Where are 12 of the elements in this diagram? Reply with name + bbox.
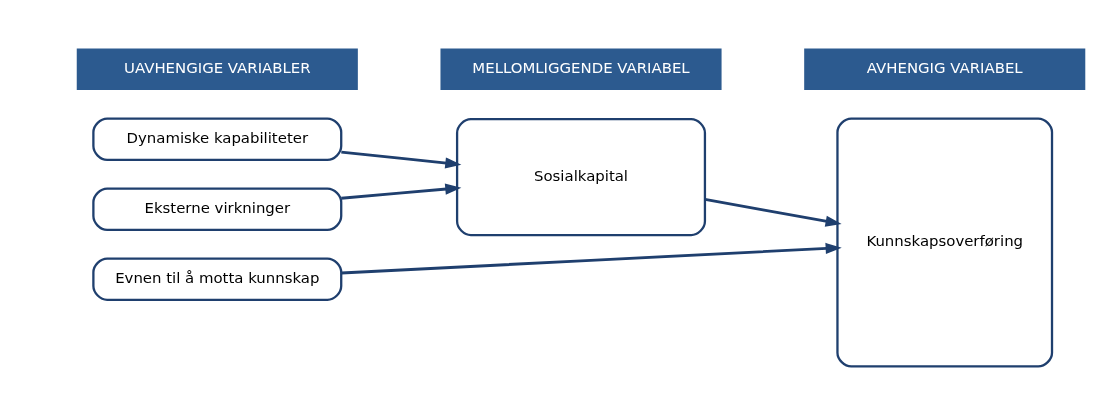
arrow [341,242,842,274]
arrow [704,197,842,227]
label: MELLOMLIGGENDE VARIABEL [472,58,690,77]
node-box: Dynamiske kapabiliteter [92,116,343,161]
label: AVHENGIG VARIABEL [866,58,1023,77]
label: UAVHENGIGE VARIABLER [124,58,311,77]
node-box: Eksterne virkninger [92,186,343,231]
node-box: Evnen til å motta kunnskap [92,256,343,301]
node-box: Sosialkapital [455,117,707,236]
arrow [341,182,462,200]
node-box: Kunnskapsoverføring [836,116,1054,368]
arrow [341,150,462,169]
